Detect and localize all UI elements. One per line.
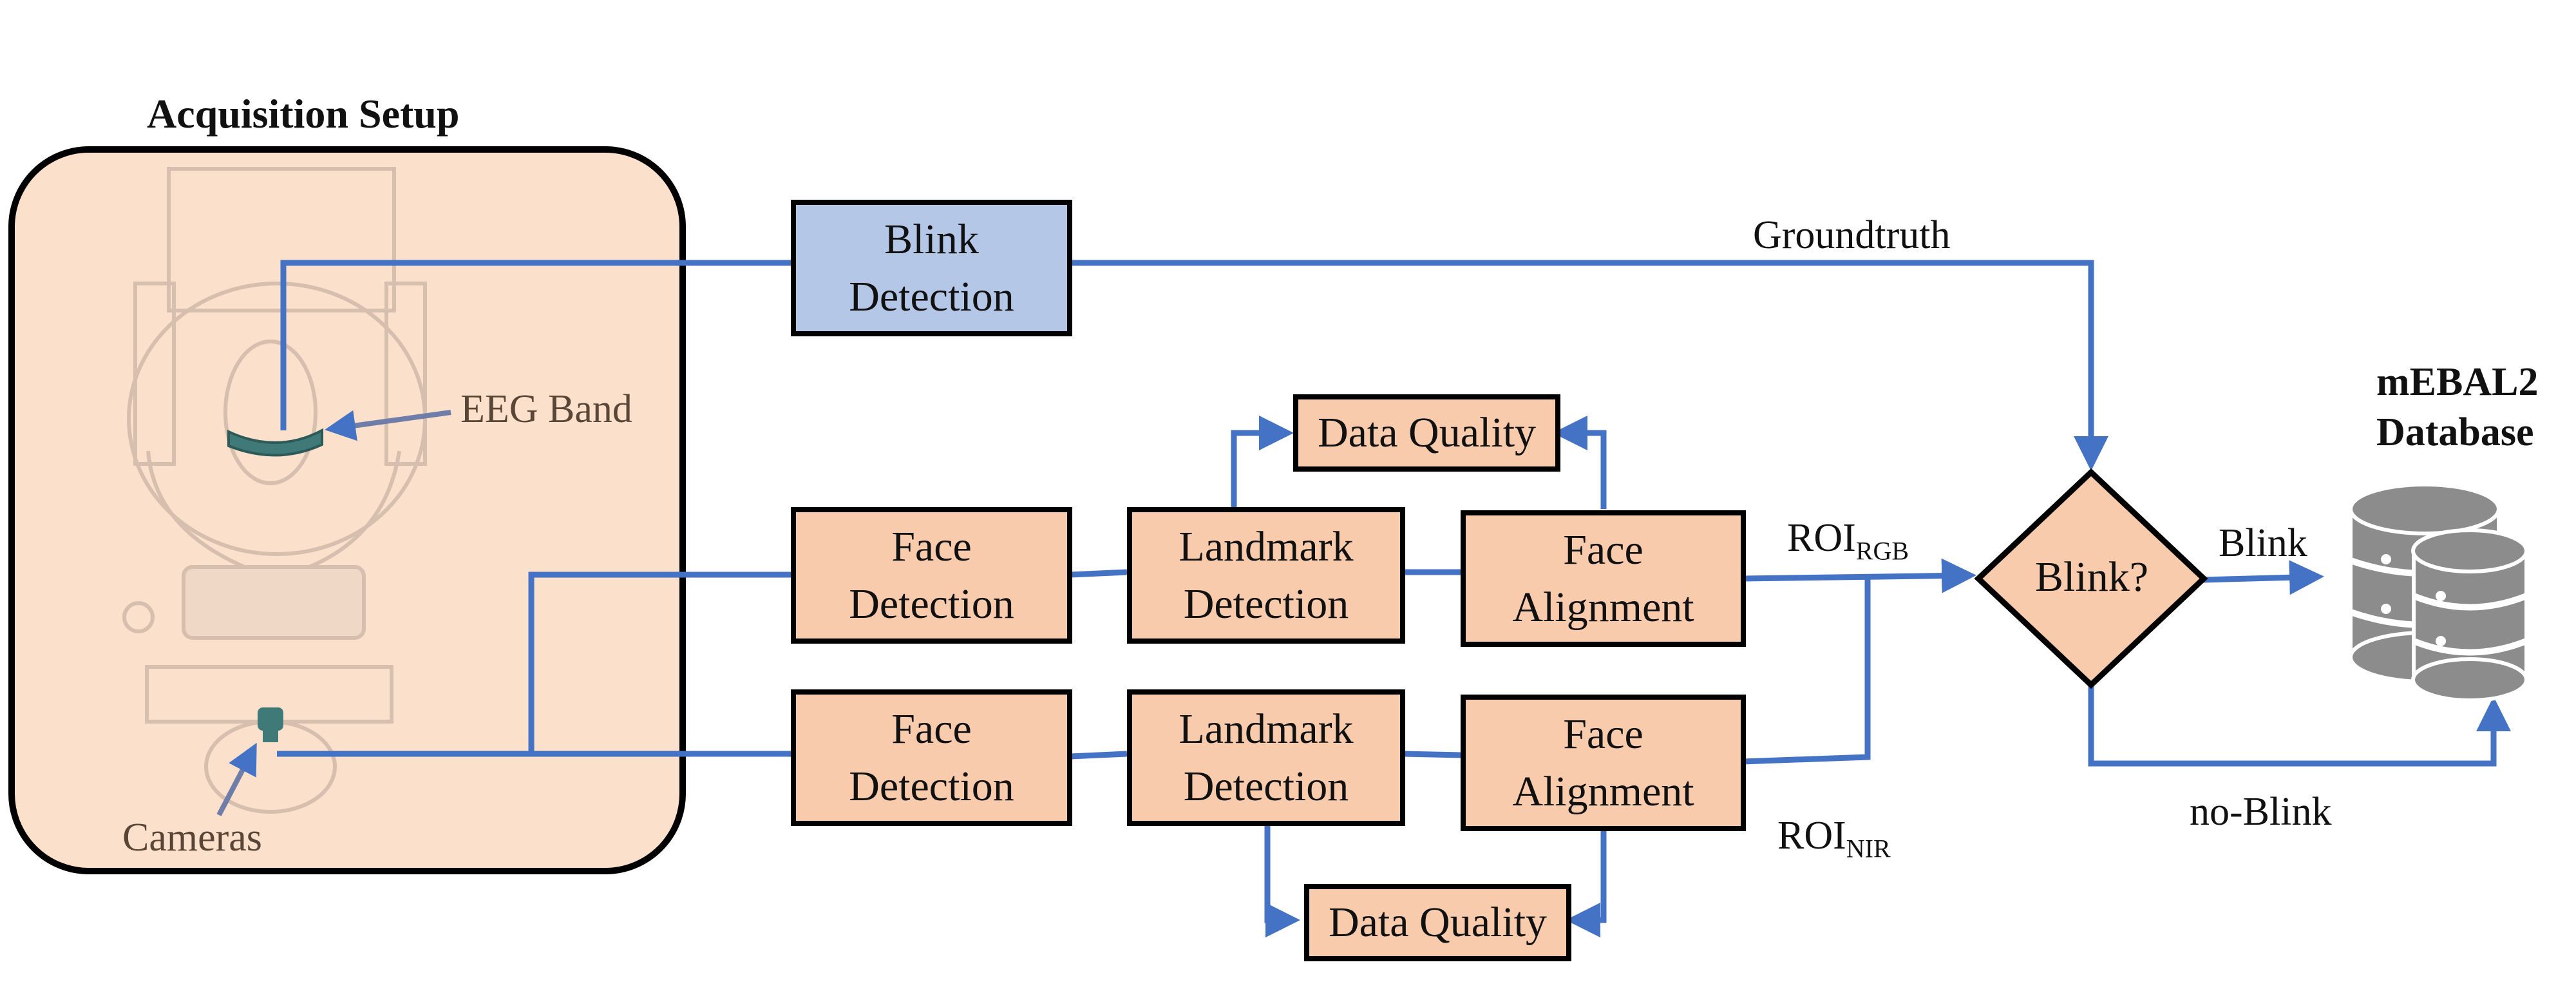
face-alignment-rgb-line1: Face (1563, 526, 1643, 573)
face-alignment-rgb-line2: Alignment (1512, 584, 1694, 631)
face-detection-nir-line2: Detection (849, 763, 1014, 810)
landmark-to-dq-bottom (1264, 826, 1300, 937)
face-detection-rgb-line2: Detection (849, 581, 1014, 628)
acquisition-setup-title: Acquisition Setup (147, 91, 460, 137)
database-line1: mEBAL2 (2376, 360, 2539, 404)
data-quality-bottom-label: Data Quality (1328, 899, 1548, 946)
blink-arrow (2202, 560, 2324, 595)
face-det-to-landmark-rgb (1070, 569, 1128, 578)
face-det-to-landmark-nir (1070, 751, 1128, 760)
connectors (277, 260, 2511, 937)
decision-label: Blink? (2035, 553, 2148, 600)
roi-nir-label: ROINIR (1777, 813, 1891, 863)
eeg-band-label: EEG Band (460, 387, 632, 431)
landmark-detection-nir-line1: Landmark (1179, 705, 1354, 753)
data-quality-top-box: Data Quality (1293, 394, 1560, 472)
landmark-detection-rgb-line1: Landmark (1179, 523, 1354, 570)
data-quality-bottom-box: Data Quality (1304, 884, 1571, 961)
roi-rgb-sub: RGB (1855, 536, 1909, 566)
face-alignment-nir-line1: Face (1563, 710, 1643, 758)
align-to-dq-top (1553, 416, 1607, 509)
landmark-to-dq-top (1231, 416, 1294, 508)
database-icon (2349, 483, 2528, 702)
groundtruth-label: Groundtruth (1753, 213, 1951, 257)
database-title: mEBAL2 Database (2376, 358, 2539, 457)
align-nir-to-merge (1742, 575, 1871, 765)
eeg-band-shape (227, 428, 323, 457)
landmark-detection-rgb-line2: Detection (1183, 581, 1349, 628)
roi-nir-text: ROI (1777, 814, 1846, 858)
landmark-detection-nir-line2: Detection (1183, 763, 1349, 810)
roi-rgb-label: ROIRGB (1787, 515, 1909, 566)
face-detection-rgb-line1: Face (891, 523, 972, 570)
decision-diamond (1974, 468, 2208, 689)
data-quality-top-label: Data Quality (1317, 409, 1537, 457)
face-detection-nir-line1: Face (891, 705, 972, 753)
annotation-arrows (216, 410, 451, 816)
cameras-label: Cameras (122, 816, 262, 859)
camera-icon (258, 707, 283, 742)
face-alignment-nir-line2: Alignment (1512, 768, 1694, 815)
no-blink-edge-label: no-Blink (2190, 790, 2332, 834)
groundtruth-arrow (1070, 260, 2108, 471)
blink-edge-label: Blink (2219, 521, 2307, 565)
roi-rgb-text: ROI (1787, 516, 1856, 560)
no-blink-arrow (2088, 686, 2511, 767)
blink-detection-line2: Detection (849, 273, 1014, 320)
landmark-to-align-nir (1402, 751, 1463, 758)
align-rgb-to-decision (1742, 558, 1976, 593)
camera-feed-line (277, 571, 792, 757)
eeg-to-blink-line (280, 260, 792, 430)
roi-nir-sub: NIR (1846, 834, 1891, 863)
acquisition-setup-panel (8, 146, 686, 874)
database-line2: Database (2376, 410, 2534, 454)
align-to-dq-bottom (1566, 831, 1607, 937)
blink-detection-line1: Blink (884, 215, 979, 263)
